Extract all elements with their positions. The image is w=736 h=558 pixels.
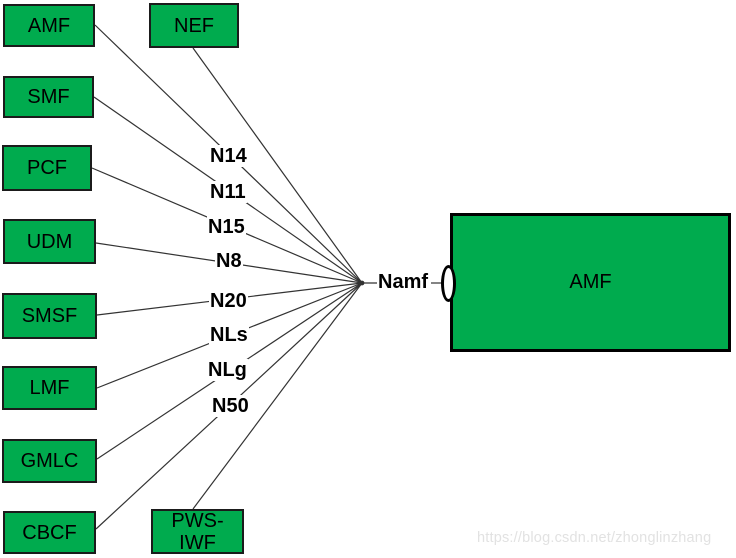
label-nls: NLs: [209, 324, 249, 346]
watermark: https://blog.csdn.net/zhonglinzhang: [477, 530, 712, 546]
main-node-amf: AMF: [450, 213, 731, 352]
node-gmlc: GMLC: [2, 439, 97, 483]
node-smf: SMF: [3, 76, 94, 118]
node-cbcf-label: CBCF: [22, 521, 77, 544]
node-amf-peer: AMF: [3, 4, 95, 47]
sbi-connector-ellipse: [441, 265, 456, 302]
label-n8: N8: [215, 250, 243, 272]
node-cbcf: CBCF: [3, 511, 96, 554]
node-pcf-label: PCF: [27, 157, 67, 179]
label-n15: N15: [207, 216, 246, 238]
label-namf: Namf: [377, 271, 430, 293]
wire-nef: [192, 47, 363, 284]
node-udm-label: UDM: [26, 230, 73, 253]
node-amf-peer-label: AMF: [27, 14, 71, 37]
main-node-amf-label: AMF: [569, 271, 612, 293]
node-smsf-label: SMSF: [21, 305, 78, 327]
label-n14: N14: [209, 145, 248, 167]
node-lmf-label: LMF: [29, 377, 70, 399]
convergence-point: [359, 280, 365, 286]
node-lmf: LMF: [2, 366, 97, 410]
label-n20: N20: [209, 290, 248, 312]
node-pws-iwf-label-line2: IWF: [179, 531, 216, 554]
node-nef: NEF: [149, 3, 239, 48]
node-pws-iwf: PWS- IWF: [151, 509, 244, 554]
node-smsf: SMSF: [2, 293, 97, 339]
node-nef-label: NEF: [174, 14, 214, 37]
node-pcf: PCF: [2, 145, 92, 191]
node-smf-label: SMF: [27, 86, 70, 108]
label-nlg: NLg: [207, 359, 248, 381]
node-udm: UDM: [3, 219, 96, 264]
node-gmlc-label: GMLC: [20, 450, 79, 472]
wire-pws-iwf: [192, 282, 363, 510]
node-pws-iwf-label-line1: PWS-: [171, 509, 224, 532]
label-n50: N50: [211, 395, 250, 417]
label-n11: N11: [209, 181, 247, 203]
